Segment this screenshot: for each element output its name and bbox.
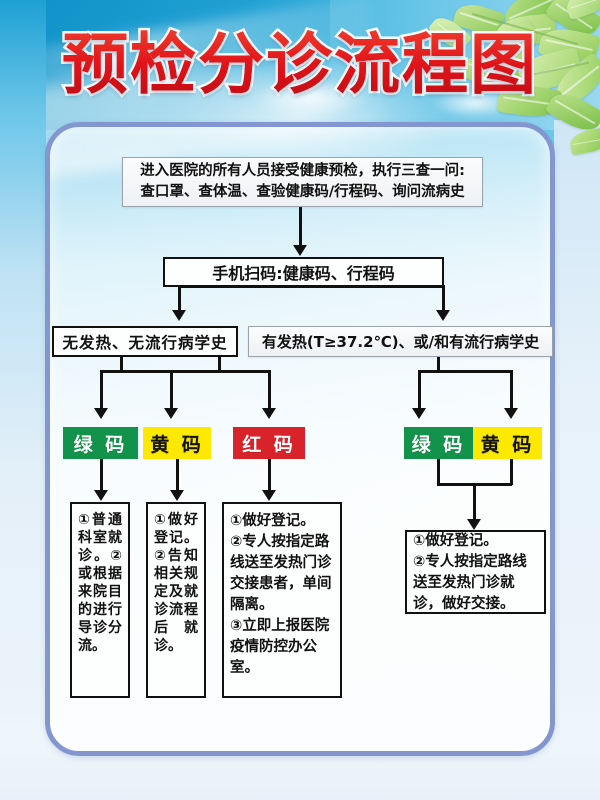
code-badge-label: 绿 码 [411,433,466,456]
action-right-text: ①做好登记。 ②专人按指定路线送至发热门诊就诊，做好交接。 [413,532,527,612]
arrow-down-icon [412,408,426,419]
page-title: 预检分诊流程图 [0,28,600,102]
code-badge-label: 绿 码 [73,433,128,456]
connector-green-right-merge [437,459,440,485]
connector-yellow-right-merge [510,459,513,485]
connector-yellow-left-to-action [176,459,179,492]
connector-scan-to-left [178,285,181,312]
code-badge-green-right: 绿 码 [404,427,473,459]
code-badge-label: 红 码 [242,433,296,456]
connector-to-green-right [418,370,421,410]
intake-line-1: 进入医院的所有人员接受健康预检，执行三查一问: [140,163,465,179]
flow-node-action-yellow-left: ①做好登记。②告知相关规定及就诊流程后就诊。 [146,502,206,698]
connector-scan-to-right [442,285,445,312]
code-badge-label: 黄 码 [480,433,535,456]
connector-to-yellow-right [510,370,513,410]
branch-left-label: 无发热、无流行病学史 [62,333,228,352]
connector-right-branch-stem [437,357,440,372]
connector-right-merge-to-action [473,483,476,521]
code-badge-green-left: 绿 码 [63,427,138,459]
arrow-down-icon [293,245,307,256]
connector-scan-split-h [178,285,444,288]
connector-to-red [268,370,271,410]
flow-node-action-red: ①做好登记。 ②专人按指定路线送至发热门诊交接患者，单间隔离。 ③立即上报医院疫… [222,502,342,698]
action-yellow-left-text: ①做好登记。②告知相关规定及就诊流程后就诊。 [154,512,198,654]
connector-left-branch-bus [100,370,270,373]
arrow-down-icon [504,408,518,419]
arrow-down-icon [262,408,276,419]
action-green-left-text: ①普通科室就诊。②或根据来院目的进行导诊分流。 [78,512,122,654]
flow-node-branch-fever: 有发热(T≥37.2℃)、或/和有流行病学史 [248,326,553,357]
flow-node-action-green-left: ①普通科室就诊。②或根据来院目的进行导诊分流。 [70,502,130,698]
connector-left-branch-stem-a [120,357,123,372]
background-left-edge [0,0,46,800]
connector-right-branch-bus [418,370,512,373]
arrow-down-icon [170,490,184,501]
page-title-outline: 预检分诊流程图 [0,25,600,104]
flow-node-action-right-combined: ①做好登记。 ②专人按指定路线送至发热门诊就诊，做好交接。 [405,530,546,614]
code-badge-red: 红 码 [233,427,305,459]
arrow-down-icon [172,310,186,321]
scan-label: 手机扫码:健康码、行程码 [212,264,395,283]
arrow-down-icon [94,408,108,419]
flow-node-scan: 手机扫码:健康码、行程码 [163,257,444,287]
connector-red-to-action [268,459,271,492]
flow-node-branch-no-fever: 无发热、无流行病学史 [52,326,238,357]
arrow-down-icon [467,519,481,530]
arrow-down-icon [164,408,178,419]
connector-to-green-left [100,370,103,410]
connector-green-left-to-action [100,459,103,492]
connector-left-branch-stem-b [218,357,221,372]
background-cloud-icon [250,78,370,118]
code-badge-yellow-left: 黄 码 [143,427,211,459]
arrow-down-icon [262,490,276,501]
action-red-text: ①做好登记。 ②专人按指定路线送至发热门诊交接患者，单间隔离。 ③立即上报医院疫… [230,513,332,676]
connector-to-yellow-left [170,370,173,410]
connector-intake-to-scan [299,207,302,247]
intake-line-2: 查口罩、查体温、查验健康码/行程码、询问流病史 [140,184,465,200]
branch-right-label: 有发热(T≥37.2℃)、或/和有流行病学史 [261,333,540,351]
flow-node-intake: 进入医院的所有人员接受健康预检，执行三查一问: 查口罩、查体温、查验健康码/行程… [122,157,483,207]
arrow-down-icon [94,490,108,501]
code-badge-label: 黄 码 [150,433,204,456]
code-badge-yellow-right: 黄 码 [473,427,542,459]
arrow-down-icon [436,310,450,321]
